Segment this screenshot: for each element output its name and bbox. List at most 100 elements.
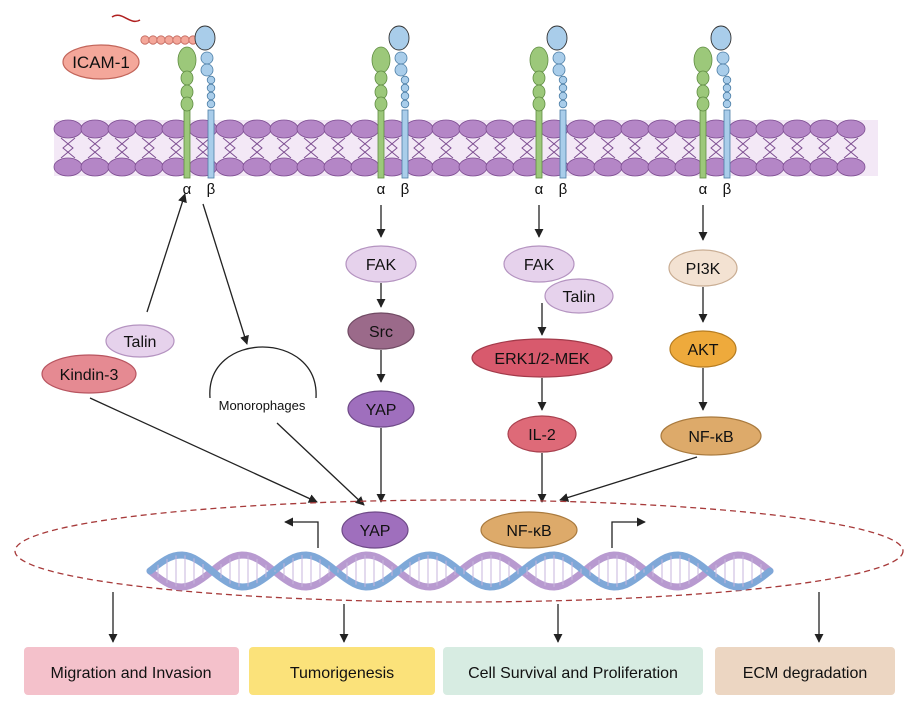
lipid-head-top bbox=[107, 119, 137, 139]
lipid-tail bbox=[305, 137, 319, 159]
lipid-head-top bbox=[674, 119, 704, 139]
lipid-head-top bbox=[404, 119, 434, 139]
lipid-head-bottom bbox=[296, 157, 326, 177]
yap-label: YAP bbox=[366, 402, 397, 419]
lipid-head-top bbox=[458, 119, 488, 139]
lipid-head-bottom bbox=[431, 157, 461, 177]
nfkb-to-nucleus-arrow bbox=[559, 456, 698, 502]
lipid-head-bottom bbox=[566, 157, 596, 177]
alpha-domain bbox=[696, 70, 710, 86]
lipid-tail bbox=[789, 137, 803, 159]
lipid-head-top bbox=[53, 119, 83, 139]
beta-bead bbox=[400, 91, 410, 101]
monophages-to-nucleus-arrow bbox=[276, 422, 365, 506]
outcome-boxes: Migration and Invasion Tumorigenesis Cel… bbox=[24, 647, 895, 695]
lipid-tail bbox=[654, 137, 668, 159]
beta-stalk bbox=[401, 109, 409, 179]
pathway-fak-erk-il2: FAK Talin ERK1/2-MEK IL-2 bbox=[471, 205, 614, 503]
src-label: Src bbox=[369, 324, 393, 341]
lipid-head-bottom bbox=[107, 157, 137, 177]
nfkb-label: NF-κB bbox=[688, 429, 733, 446]
lipid-tail bbox=[548, 137, 562, 159]
lipid-head-top bbox=[728, 119, 758, 139]
lipid-tail bbox=[791, 137, 805, 159]
lipid-head-bottom bbox=[404, 157, 434, 177]
beta-bead bbox=[400, 83, 410, 93]
lipid-tail bbox=[413, 137, 427, 159]
lipid-head-top bbox=[431, 119, 461, 139]
icam1-bead bbox=[172, 35, 182, 45]
lipid-tail bbox=[467, 137, 481, 159]
lipid-tail bbox=[843, 137, 857, 159]
lipid-tail bbox=[816, 137, 830, 159]
nuclear-nfkb-label: NF-κB bbox=[506, 523, 551, 540]
il2-label: IL-2 bbox=[528, 427, 556, 444]
lipid-head-top bbox=[323, 119, 353, 139]
lipid-head-bottom bbox=[80, 157, 110, 177]
icam1-beads bbox=[140, 35, 198, 45]
talin-left-node bbox=[105, 324, 175, 358]
outcome-box-migration bbox=[24, 647, 239, 695]
lipid-head-top bbox=[350, 119, 380, 139]
lipid-head-top bbox=[80, 119, 110, 139]
lipid-head-top bbox=[566, 119, 596, 139]
beta-domain bbox=[716, 51, 730, 65]
lipid-tail bbox=[521, 137, 535, 159]
kindin3-label: Kindin-3 bbox=[60, 367, 119, 384]
beta-label: β bbox=[559, 181, 568, 198]
beta-bead bbox=[206, 99, 216, 109]
lipid-tail bbox=[278, 137, 292, 159]
monophage-arc bbox=[209, 346, 317, 399]
fak2-label: FAK bbox=[524, 257, 555, 274]
lipid-tail bbox=[60, 137, 74, 159]
lipid-tail bbox=[384, 137, 398, 159]
lipid-tail bbox=[276, 137, 290, 159]
lipid-tail bbox=[303, 137, 317, 159]
lipid-tail bbox=[168, 137, 182, 159]
lipid-tail bbox=[141, 137, 155, 159]
lipid-tail bbox=[224, 137, 238, 159]
beta-head bbox=[710, 25, 732, 51]
lipid-head-top bbox=[647, 119, 677, 139]
lipid-tail bbox=[251, 137, 265, 159]
alpha-stalk bbox=[183, 107, 191, 179]
dna-strand-b bbox=[146, 551, 774, 591]
lipid-head-top bbox=[593, 119, 623, 139]
lipid-tail bbox=[575, 137, 589, 159]
pathway-fak-src-yap: FAK Src YAP bbox=[345, 205, 417, 503]
beta-domain bbox=[552, 63, 566, 77]
beta-bead bbox=[558, 91, 568, 101]
beta-bead bbox=[206, 75, 216, 85]
beta-stalk bbox=[723, 109, 731, 179]
akt-label: AKT bbox=[687, 342, 718, 359]
lipid-tail bbox=[87, 137, 101, 159]
alpha-domain bbox=[180, 70, 194, 86]
lipid-head-top bbox=[269, 119, 299, 139]
beta-bead bbox=[558, 83, 568, 93]
outcome-box-tumorigenesis bbox=[249, 647, 435, 695]
lipid-tail bbox=[492, 137, 506, 159]
monophages-label: Monorophages bbox=[219, 398, 306, 413]
akt-node bbox=[669, 330, 737, 368]
lipid-tail bbox=[627, 137, 641, 159]
alpha-label: α bbox=[699, 181, 708, 198]
fak2-node bbox=[503, 245, 575, 283]
src-node bbox=[347, 312, 415, 350]
yap-node bbox=[347, 390, 415, 428]
lipid-head-bottom bbox=[620, 157, 650, 177]
beta-label: β bbox=[723, 181, 732, 198]
lipid-tail bbox=[386, 137, 400, 159]
alpha-stalk bbox=[535, 107, 543, 179]
beta-domain bbox=[552, 51, 566, 65]
right-transcription-arrow bbox=[611, 517, 646, 548]
lipid-head-top bbox=[134, 119, 164, 139]
nucleus: YAP NF-κB bbox=[14, 499, 904, 603]
beta-to-monophages-arrow bbox=[202, 203, 249, 345]
icam1-bead bbox=[180, 35, 190, 45]
lipid-head-bottom bbox=[242, 157, 272, 177]
lipid-head-bottom bbox=[350, 157, 380, 177]
icam1-bead bbox=[164, 35, 174, 45]
beta-bead bbox=[206, 91, 216, 101]
